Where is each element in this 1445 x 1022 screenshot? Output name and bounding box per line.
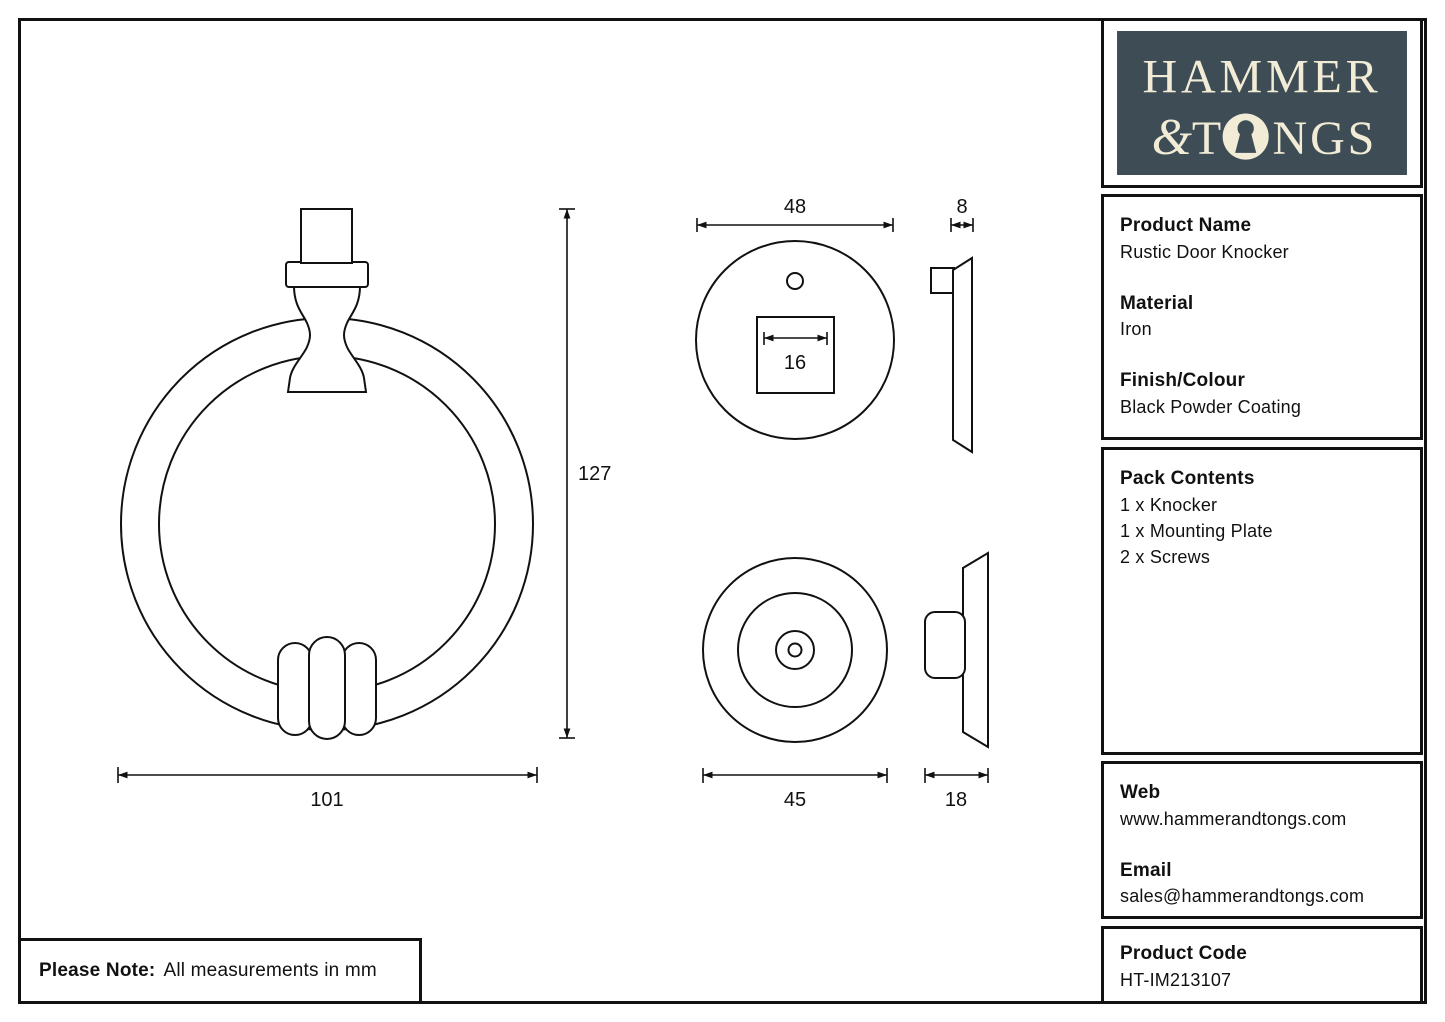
email-label: Email (1120, 859, 1172, 881)
pack-item: 1 x Knocker (1120, 494, 1218, 515)
dim-label-knocker-width: 101 (310, 789, 343, 811)
knocker-side-view (924, 551, 989, 749)
logo-ampersand: & (1152, 109, 1193, 166)
dim-knocker-width (117, 767, 538, 783)
logo-letter-t: T (1192, 112, 1221, 165)
web-group: Web www.hammerandtongs.com (1120, 780, 1404, 832)
dim-label-backplate-diameter: 45 (784, 789, 806, 811)
material-value: Iron (1120, 319, 1152, 340)
pack-item: 1 x Mounting Plate (1120, 520, 1273, 541)
email-value: sales@hammerandtongs.com (1120, 886, 1365, 907)
dim-plate-diameter (696, 218, 894, 232)
note-label: Please Note: (39, 960, 156, 982)
finish-label: Finish/Colour (1120, 370, 1246, 392)
dim-label-knocker-depth: 18 (945, 789, 967, 811)
product-code-box: Product Code HT-IM213107 (1101, 926, 1423, 1004)
dim-label-plate-depth: 8 (956, 196, 967, 218)
logo-line1: HAMMER (1142, 50, 1381, 103)
technical-drawing: 101 127 48 8 16 45 18 (117, 196, 989, 811)
dimension-lines (117, 208, 989, 783)
web-value: www.hammerandtongs.com (1120, 808, 1347, 829)
knocker-pin (300, 208, 353, 264)
dim-backplate-diameter (702, 768, 888, 783)
finish-group: Finish/Colour Black Powder Coating (1120, 368, 1404, 420)
contact-box: Web www.hammerandtongs.com Email sales@h… (1101, 761, 1423, 919)
pack-item: 2 x Screws (1120, 546, 1211, 567)
product-name-value: Rustic Door Knocker (1120, 241, 1289, 262)
product-code-value: HT-IM213107 (1120, 969, 1232, 990)
back-center-dot (787, 642, 803, 658)
material-group: Material Iron (1120, 291, 1404, 343)
plate-side-profile (952, 256, 973, 454)
knocker-back-view (702, 557, 888, 743)
finish-value: Black Powder Coating (1120, 397, 1302, 418)
dim-label-plate-diameter: 48 (784, 196, 806, 218)
email-group: Email sales@hammerandtongs.com (1120, 858, 1404, 910)
web-label: Web (1120, 782, 1161, 803)
dim-label-square-hole: 16 (784, 352, 806, 374)
material-label: Material (1120, 292, 1194, 314)
knocker-side-profile (962, 551, 989, 749)
knocker-front-view (120, 208, 534, 740)
product-info-box: Product Name Rustic Door Knocker Materia… (1101, 194, 1423, 440)
back-outer-circle (702, 557, 888, 743)
note-box: Please Note: All measurements in mm (18, 938, 422, 1004)
brand-logo: HAMMER & T NGS (1114, 31, 1410, 175)
plate-side-tab (930, 267, 955, 294)
dim-knocker-depth (924, 768, 989, 783)
knocker-grip-bead (308, 636, 346, 740)
pack-contents-box: Pack Contents 1 x Knocker 1 x Mounting P… (1101, 447, 1423, 755)
back-middle-circle (737, 592, 853, 708)
dimension-labels: 101 127 48 8 16 45 18 (310, 196, 967, 811)
product-name-label: Product Name (1120, 215, 1252, 236)
logo-box: HAMMER & T NGS (1101, 18, 1423, 188)
product-code-label: Product Code (1120, 943, 1247, 964)
brand-logo-svg: HAMMER & T NGS (1117, 31, 1407, 175)
pack-contents-label: Pack Contents (1120, 468, 1255, 489)
note-text: All measurements in mm (163, 960, 377, 982)
product-name-group: Product Name Rustic Door Knocker (1120, 213, 1404, 265)
back-inner-circle (775, 630, 815, 670)
dim-knocker-height (559, 208, 575, 739)
logo-line2-ngs: NGS (1273, 112, 1378, 165)
dim-label-knocker-height: 127 (578, 463, 611, 485)
knocker-grip-bead (277, 642, 313, 736)
outer-border (18, 18, 1427, 1004)
plate-front-view (695, 240, 895, 440)
plate-square-hole (756, 316, 835, 394)
dim-plate-depth (950, 218, 974, 232)
plate-side-view (930, 256, 973, 454)
knocker-collar (286, 285, 368, 393)
knocker-side-ring-section (924, 611, 966, 679)
plate-screw-hole (786, 272, 804, 290)
logo-keyhole-icon (1222, 113, 1269, 160)
knocker-collar-cap (285, 261, 369, 288)
dim-square-hole (763, 332, 828, 345)
plate-outline (695, 240, 895, 440)
knocker-grip-bead (341, 642, 377, 736)
